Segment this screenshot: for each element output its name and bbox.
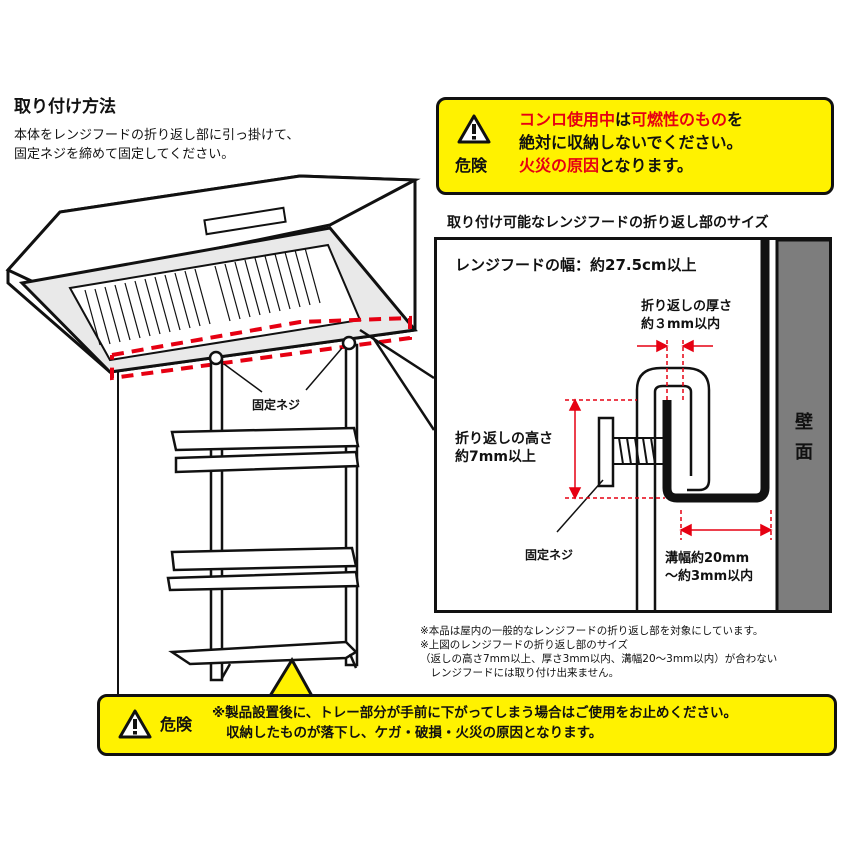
instruction-text: 本体をレンジフードの折り返し部に引っ掛けて、 固定ネジを締めて固定してください。: [14, 128, 300, 162]
screw-head: [597, 416, 615, 488]
range-hood: [5, 174, 421, 374]
hood-filter: [84, 247, 321, 346]
screw-label: 固定ネジ: [252, 398, 301, 412]
fire-warning-box: 危険 コンロ使用中は可燃性のものを 絶対に収納しないでください。 火災の原因とな…: [436, 97, 834, 195]
wall-label: 壁 面: [795, 412, 813, 463]
fold-cross-section: [556, 240, 829, 610]
rack: [117, 335, 360, 700]
thickness-label: 折り返しの厚さ 約３mm以内: [641, 299, 733, 332]
warning-icon: [457, 114, 491, 144]
hood-width-label: レンジフードの幅：約27.5cm以上: [455, 256, 697, 274]
fold-highlight: [110, 315, 412, 381]
fall-warning-box: 危険 ※製品設置後に、トレー部分が手前に下がってしまう場合はご使用をお止めくださ…: [97, 694, 837, 756]
height-label: 折り返しの高さ 約7mm以上: [455, 431, 553, 465]
warning-icon: [118, 709, 152, 739]
compatibility-notes: ※本品は屋内の一般的なレンジフードの折り返し部を対象にしています。 ※上図のレン…: [420, 625, 778, 679]
danger-label: 危険: [455, 156, 488, 175]
fall-warning-text: ※製品設置後に、トレー部分が手前に下がってしまう場合はご使用をお止めください。 …: [212, 705, 738, 741]
wall: [775, 240, 829, 610]
warning-message: コンロ使用中は可燃性のものを 絶対に収納しないでください。 火災の原因となります…: [519, 110, 744, 175]
size-detail-panel: レンジフードの幅：約27.5cm以上 折り返しの厚さ 約３mm以内 折り返しの高…: [434, 237, 832, 613]
panel-screw-label: 固定ネジ: [525, 548, 574, 562]
danger-label: 危険: [160, 715, 193, 734]
size-panel-title: 取り付け可能なレンジフードの折り返し部のサイズ: [447, 215, 769, 231]
page-title: 取り付け方法: [14, 97, 116, 117]
groove-width-label: 溝幅約20mm 〜約3mm以内: [665, 551, 754, 584]
